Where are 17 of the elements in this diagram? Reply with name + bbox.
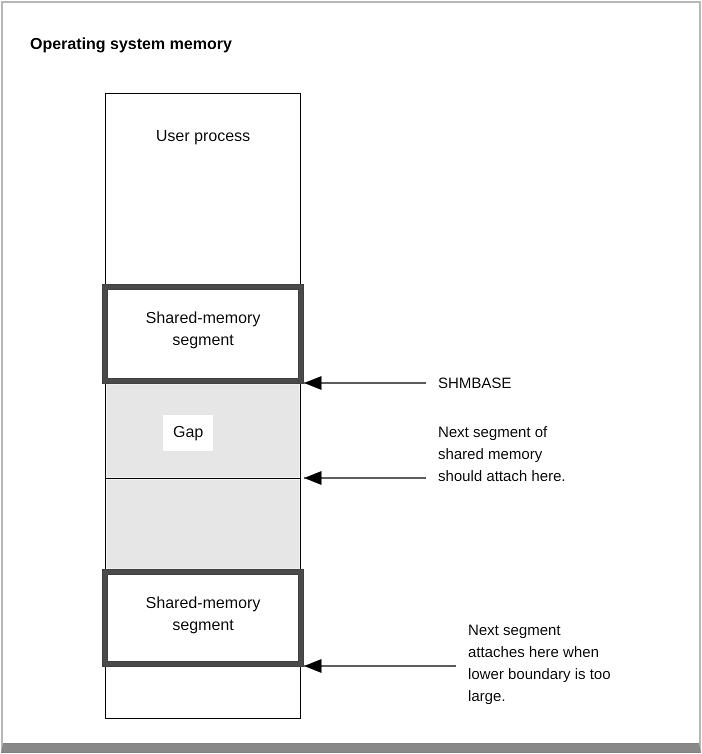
memory-region bbox=[105, 478, 301, 571]
region-label: Shared-memory segment bbox=[144, 309, 262, 351]
gap-label: Gap bbox=[163, 415, 214, 451]
region-label: User process bbox=[154, 127, 252, 147]
memory-region bbox=[105, 666, 301, 719]
shared-memory-segment-box bbox=[102, 569, 304, 667]
arrow bbox=[304, 376, 426, 390]
arrow bbox=[304, 471, 426, 485]
memory-region bbox=[105, 93, 301, 286]
annotation-text: SHMBASE bbox=[438, 374, 512, 394]
diagram-title: Operating system memory bbox=[30, 36, 232, 54]
arrow bbox=[304, 659, 456, 673]
gap-region bbox=[105, 383, 301, 479]
shared-memory-segment-box bbox=[102, 284, 304, 384]
annotation-text: Next segment attaches here when lower boundary is too large. bbox=[468, 621, 612, 707]
region-label: Shared-memory segment bbox=[144, 594, 262, 636]
annotation-text: Next segment of shared memory should attach here. bbox=[438, 423, 567, 487]
